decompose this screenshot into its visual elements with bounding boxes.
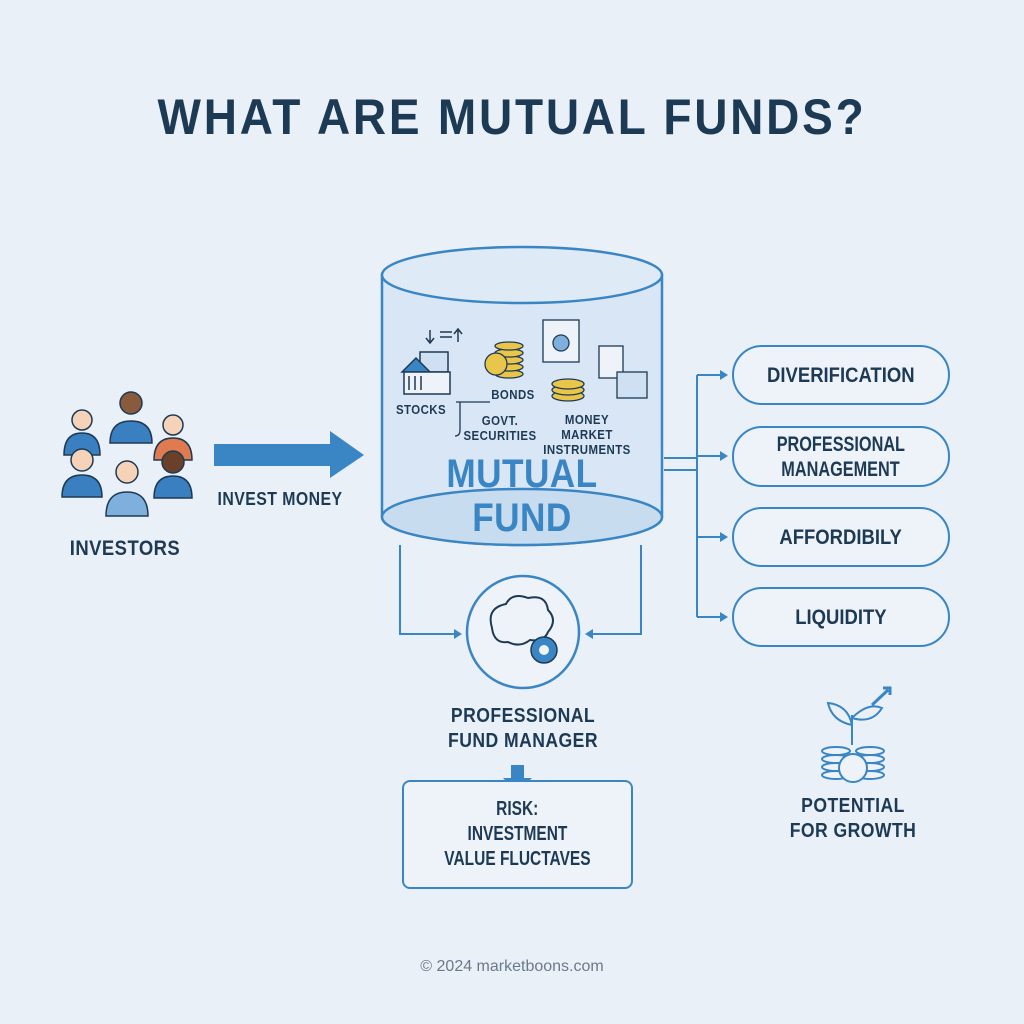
money-market-icon bbox=[542, 319, 648, 402]
manager-connectors bbox=[399, 545, 642, 639]
govt-securities-icon bbox=[454, 401, 490, 437]
govt-securities-label: GOVT.SECURITIES bbox=[463, 413, 537, 443]
stocks-icon bbox=[400, 327, 463, 395]
fund-manager-icon bbox=[465, 574, 581, 690]
invest-arrow bbox=[214, 431, 364, 478]
investors-icon bbox=[61, 391, 193, 517]
bonds-label: BONDS bbox=[491, 387, 535, 402]
footer-copyright: © 2024 marketboons.com bbox=[420, 958, 604, 975]
benefit-diversification: DIVERIFICATION bbox=[732, 345, 950, 405]
investors-label: INVESTORS bbox=[69, 537, 181, 560]
stocks-label: STOCKS bbox=[395, 402, 447, 417]
benefit-affordability: AFFORDIBILY bbox=[732, 507, 950, 567]
benefit-connectors bbox=[664, 370, 728, 622]
growth-plant-icon bbox=[821, 686, 892, 783]
page-title: WHAT ARE MUTUAL FUNDS? bbox=[157, 89, 867, 145]
benefit-liquidity: LIQUIDITY bbox=[732, 587, 950, 647]
bonds-icon bbox=[484, 341, 524, 379]
mutual-fund-cylinder bbox=[380, 245, 664, 547]
invest-money-label: INVEST MONEY bbox=[217, 489, 343, 509]
